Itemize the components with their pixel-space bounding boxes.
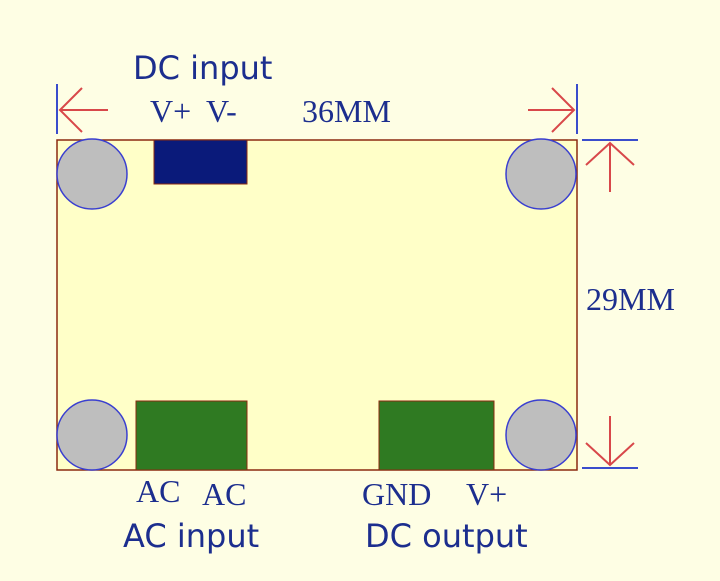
dc-input-vplus-label: V+ bbox=[150, 93, 191, 129]
dc-input-connector bbox=[153, 139, 248, 185]
dc-input-vminus-label: V- bbox=[206, 93, 237, 129]
dimension-arrow-left-icon bbox=[56, 84, 108, 134]
mounting-hole-top-left bbox=[56, 138, 128, 210]
height-dimension-label: 29MM bbox=[586, 281, 675, 317]
width-dimension-label: 36MM bbox=[302, 93, 391, 129]
dc-output-title: DC output bbox=[365, 517, 528, 555]
ac-input-terminal bbox=[135, 400, 248, 471]
ac-pin2-label: AC bbox=[202, 476, 246, 512]
mounting-hole-top-right bbox=[505, 138, 577, 210]
dimension-arrow-down-icon bbox=[582, 416, 638, 469]
dc-output-terminal bbox=[378, 400, 495, 471]
dimension-arrow-up-icon bbox=[582, 139, 638, 192]
vplus-pin-label: V+ bbox=[466, 476, 507, 512]
pcb-board bbox=[56, 139, 578, 471]
mounting-hole-bottom-right bbox=[505, 399, 577, 471]
dimension-arrow-right-icon bbox=[528, 84, 578, 134]
mounting-hole-bottom-left bbox=[56, 399, 128, 471]
ac-pin1-label: AC bbox=[136, 473, 180, 509]
gnd-pin-label: GND bbox=[362, 476, 431, 512]
ac-input-title: AC input bbox=[123, 517, 259, 555]
dc-input-title: DC input bbox=[133, 49, 272, 87]
